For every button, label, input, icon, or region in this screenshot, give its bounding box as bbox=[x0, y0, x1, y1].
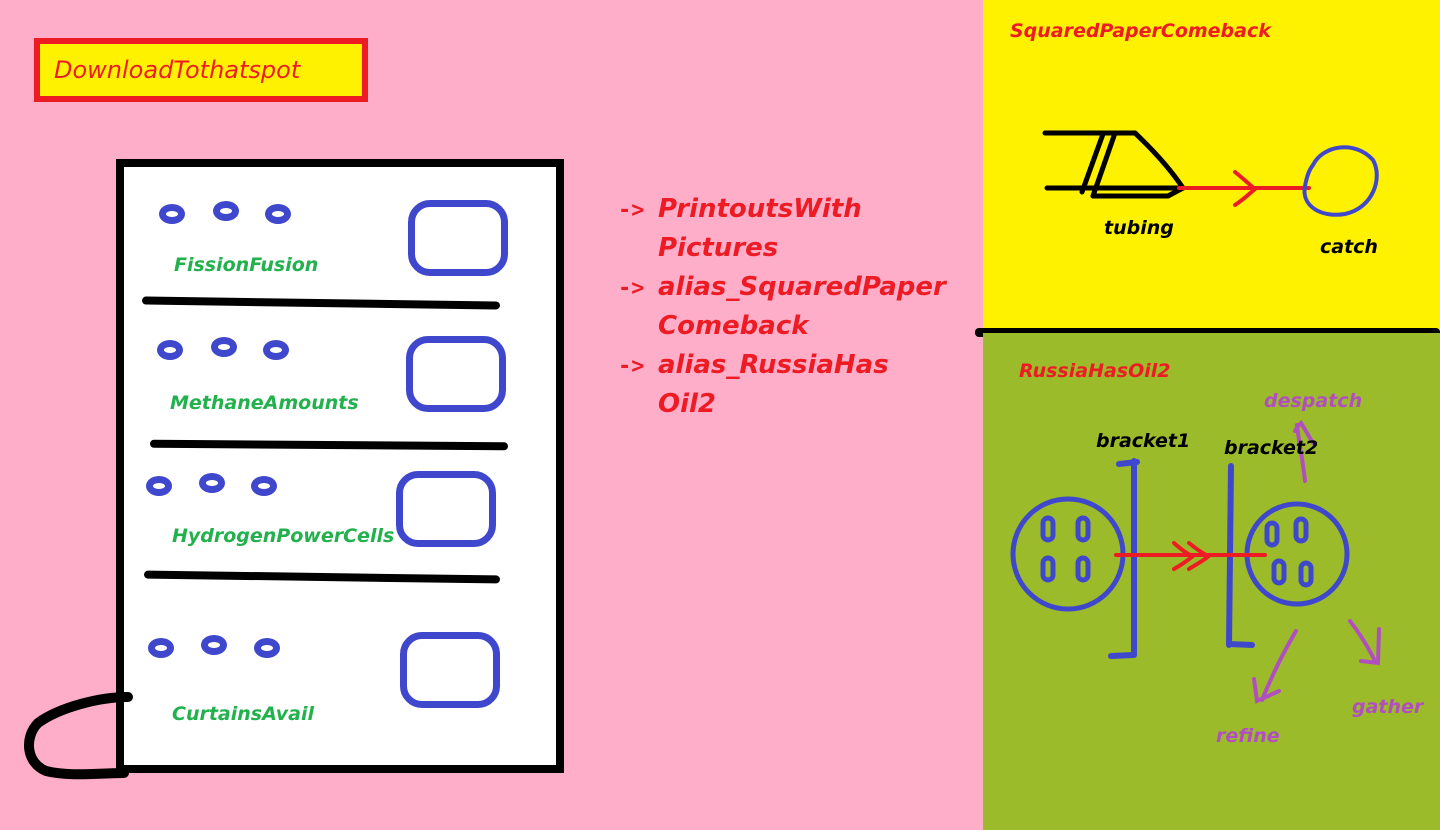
row-separator bbox=[143, 570, 501, 584]
row-box[interactable] bbox=[396, 471, 496, 547]
outlet-diagram bbox=[1010, 419, 1381, 704]
dot-icon[interactable] bbox=[159, 204, 185, 224]
gather-arrow bbox=[1348, 619, 1381, 666]
catch-label: catch bbox=[1320, 236, 1378, 258]
refine-label: refine bbox=[1216, 725, 1280, 747]
dot-icon[interactable] bbox=[146, 476, 172, 496]
note-line: alias_RussiaHas bbox=[658, 350, 889, 380]
list-item-label: CurtainsAvail bbox=[172, 703, 314, 725]
note-arrow: -> bbox=[618, 276, 645, 301]
tubing-icon bbox=[1042, 130, 1186, 199]
download-button-label: DownloadTothatspot bbox=[54, 56, 301, 84]
dot-icon[interactable] bbox=[265, 204, 291, 224]
row-box[interactable] bbox=[400, 632, 500, 708]
tubing-diagram bbox=[1042, 130, 1379, 217]
flow-arrow bbox=[1114, 541, 1267, 571]
flow-arrow bbox=[1177, 170, 1311, 207]
dot-icon[interactable] bbox=[211, 337, 237, 357]
dot-icon[interactable] bbox=[213, 201, 239, 221]
download-button[interactable]: DownloadTothatspot bbox=[34, 38, 368, 102]
dot-icon[interactable] bbox=[254, 638, 280, 658]
row-separator bbox=[149, 439, 509, 451]
note-line: Pictures bbox=[658, 233, 779, 263]
note-line: Oil2 bbox=[658, 389, 717, 419]
tubing-label: tubing bbox=[1104, 217, 1174, 239]
page-curl-icon bbox=[24, 692, 133, 780]
despatch-arrow bbox=[1293, 419, 1315, 483]
russia-oil-panel: RussiaHasOil2 bbox=[983, 333, 1440, 830]
squared-paper-panel: SquaredPaperComeback tubing catch bbox=[983, 0, 1440, 333]
row-box[interactable] bbox=[408, 200, 508, 276]
panel-title: SquaredPaperComeback bbox=[1010, 20, 1271, 42]
gather-label: gather bbox=[1352, 696, 1424, 718]
row-separator bbox=[141, 296, 501, 310]
note-line: PrintoutsWith bbox=[658, 194, 862, 224]
dot-icon[interactable] bbox=[199, 473, 225, 493]
panel-divider bbox=[975, 328, 1440, 337]
list-item-label: HydrogenPowerCells bbox=[172, 525, 395, 547]
refine-arrow bbox=[1252, 629, 1298, 704]
row-box[interactable] bbox=[406, 336, 506, 412]
dot-icon[interactable] bbox=[201, 635, 227, 655]
list-item-label: FissionFusion bbox=[174, 254, 319, 276]
dot-icon[interactable] bbox=[157, 340, 183, 360]
catch-icon bbox=[1302, 145, 1379, 217]
outlet-icon bbox=[1010, 496, 1126, 612]
dot-icon[interactable] bbox=[148, 638, 174, 658]
list-item-label: MethaneAmounts bbox=[170, 392, 359, 414]
bracket-icon bbox=[1108, 458, 1140, 659]
bracket1-label: bracket1 bbox=[1096, 430, 1191, 452]
dot-icon[interactable] bbox=[263, 340, 289, 360]
note-line: Comeback bbox=[658, 311, 809, 341]
despatch-label: despatch bbox=[1264, 390, 1363, 412]
list-panel: FissionFusion MethaneAmounts HydrogenPow… bbox=[116, 159, 564, 773]
note-arrow: -> bbox=[618, 354, 645, 379]
dot-icon[interactable] bbox=[251, 476, 277, 496]
bracket2-label: bracket2 bbox=[1224, 437, 1319, 459]
panel-title: RussiaHasOil2 bbox=[1019, 360, 1171, 382]
note-arrow: -> bbox=[618, 198, 645, 223]
note-line: alias_SquaredPaper bbox=[658, 272, 946, 302]
